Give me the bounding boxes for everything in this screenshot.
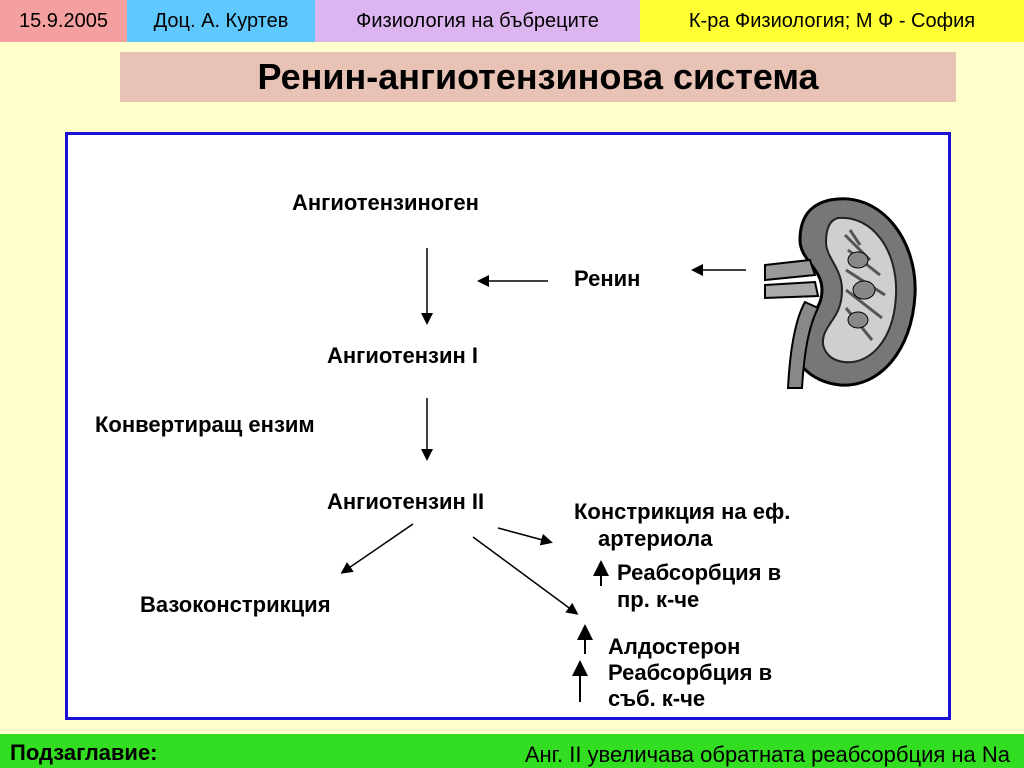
arrow-to-vasoconstriction (340, 523, 414, 574)
label-renin: Ренин (574, 266, 641, 291)
label-vasoconstriction: Вазоконстрикция (140, 592, 331, 617)
label-aldosterone: Алдостерон (608, 634, 741, 659)
label-converting-enzyme: Конвертиращ ензим (95, 412, 315, 437)
label-constriction-line1: Констрикция на еф. (574, 499, 791, 524)
footer-subtitle-label: Подзаглавие: (10, 740, 158, 765)
label-constriction-line2: артериола (598, 526, 713, 551)
header-department: К-ра Физиология; М Ф - София (640, 0, 1024, 42)
label-angiotensin-2: Ангиотензин II (327, 489, 485, 514)
kidney-illustration (764, 197, 917, 389)
label-angiotensin-1: Ангиотензин I (327, 343, 479, 368)
footer-bar: Подзаглавие: Анг. II увеличава обратната… (0, 734, 1024, 768)
slide-title: Ренин-ангиотензинова система (120, 52, 956, 102)
label-reabsorption-proximal-line1: Реабсорбция в (617, 560, 782, 585)
header-date: 15.9.2005 (0, 0, 127, 42)
label-reabsorption-proximal-line2: пр. к-че (617, 587, 700, 612)
header-topic: Физиология на бъбреците (315, 0, 640, 42)
header-author: Доц. А. Куртев (127, 0, 315, 42)
arrow-to-constriction (497, 527, 553, 546)
footer-subtitle-text: Анг. II увеличава обратната реабсорбция … (524, 742, 1010, 767)
label-reabsorption-collecting-line2: съб. к-че (608, 686, 706, 711)
label-reabsorption-collecting-line1: Реабсорбция в (608, 660, 773, 685)
label-angiotensinogen: Ангиотензиноген (292, 190, 479, 215)
arrow-to-aldosterone (472, 536, 579, 615)
